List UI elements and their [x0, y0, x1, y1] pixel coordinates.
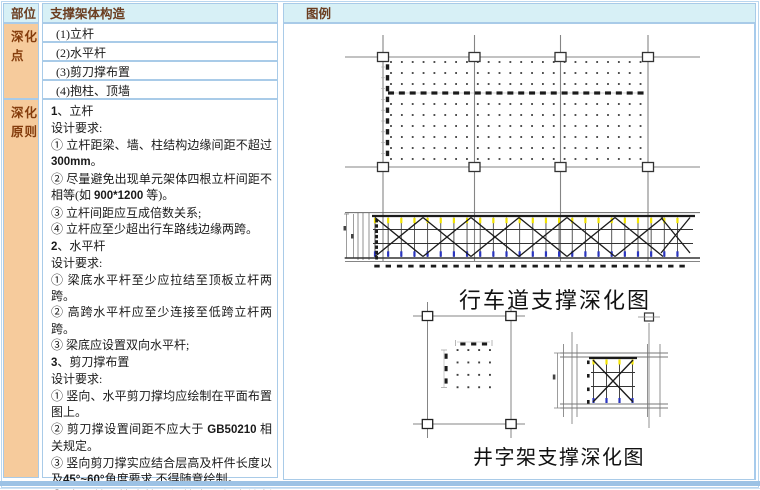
row-label-deepening-principles: 深化原则 — [3, 99, 39, 478]
principle-line: ② 剪刀撑设置间距不应大于 GB50210 相关规定。 — [51, 421, 272, 454]
principle-line: ① 梁底水平杆至少应拉结至顶板立杆两跨。 — [51, 272, 272, 303]
principle-line: 3、剪刀撑布置 — [51, 354, 130, 369]
header-cell-location: 部位 — [3, 3, 39, 23]
row-label-deepening-points: 深化点 — [3, 23, 39, 99]
principle-line: 设计要求: — [51, 121, 103, 136]
header-cell-legend: 图例 — [283, 3, 756, 23]
item-row-horizontal-pole: (2)水平杆 — [42, 42, 278, 61]
principle-line: ④ 立杆应至少超出行车路线边缘两跨。 — [51, 222, 259, 237]
principle-line: 设计要求: — [51, 256, 103, 271]
principle-line: ① 立杆距梁、墙、柱结构边缘间距不超过300mm。 — [51, 137, 272, 169]
principles-list: 1、立杆设计要求:① 立杆距梁、墙、柱结构边缘间距不超过300mm。② 尽量避免… — [42, 99, 278, 490]
scaffold-cad-drawing — [343, 35, 700, 438]
header-cell-structure: 支撑架体构造 — [42, 3, 278, 23]
item-row-column-wall: (4)抱柱、顶墙 — [42, 80, 278, 99]
principle-line: 1、立杆 — [51, 104, 94, 118]
table-bottom-shadow-line — [0, 488, 760, 489]
principle-line: ③ 梁底应设置双向水平杆; — [51, 338, 190, 353]
item-row-diagonal-bracing: (3)剪刀撑布置 — [42, 61, 278, 80]
principle-line: ② 高跨水平杆应至少连接至低跨立杆两跨。 — [51, 305, 272, 336]
principle-line: ③ 立杆间距应互成倍数关系; — [51, 205, 202, 220]
principle-line: ① 竖向、水平剪刀撑均应绘制在平面布置图上。 — [51, 388, 272, 420]
principle-line: ② 尽量避免出现单元架体四根立杆间距不相等(如 900*1200 等)。 — [51, 171, 272, 203]
table-bottom-border — [0, 481, 760, 486]
principle-line: 2、水平杆 — [51, 238, 106, 253]
figure-caption-well-frame-support: 井字架支撑深化图 — [473, 447, 645, 469]
principle-line: 设计要求: — [51, 372, 103, 387]
figure-caption-roadway-support: 行车道支撑深化图 — [458, 288, 651, 313]
item-row-vertical-pole: (1)立杆 — [42, 23, 278, 42]
